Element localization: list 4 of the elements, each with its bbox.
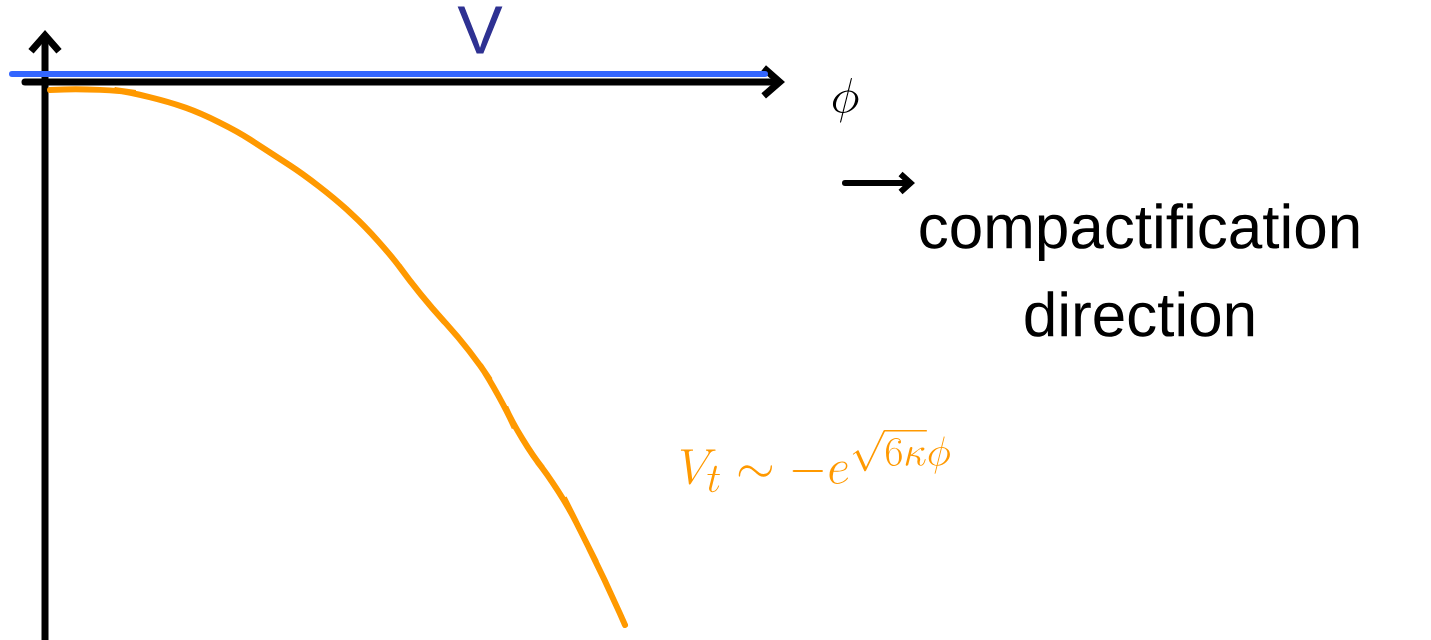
axis-note: compactification direction	[920, 203, 1359, 337]
formula-label: $V_t \sim -e^{\sqrt{6\kappa}\phi}$	[680, 429, 950, 493]
potential-label: V	[457, 6, 503, 54]
axis-label: $\phi$	[832, 77, 859, 123]
